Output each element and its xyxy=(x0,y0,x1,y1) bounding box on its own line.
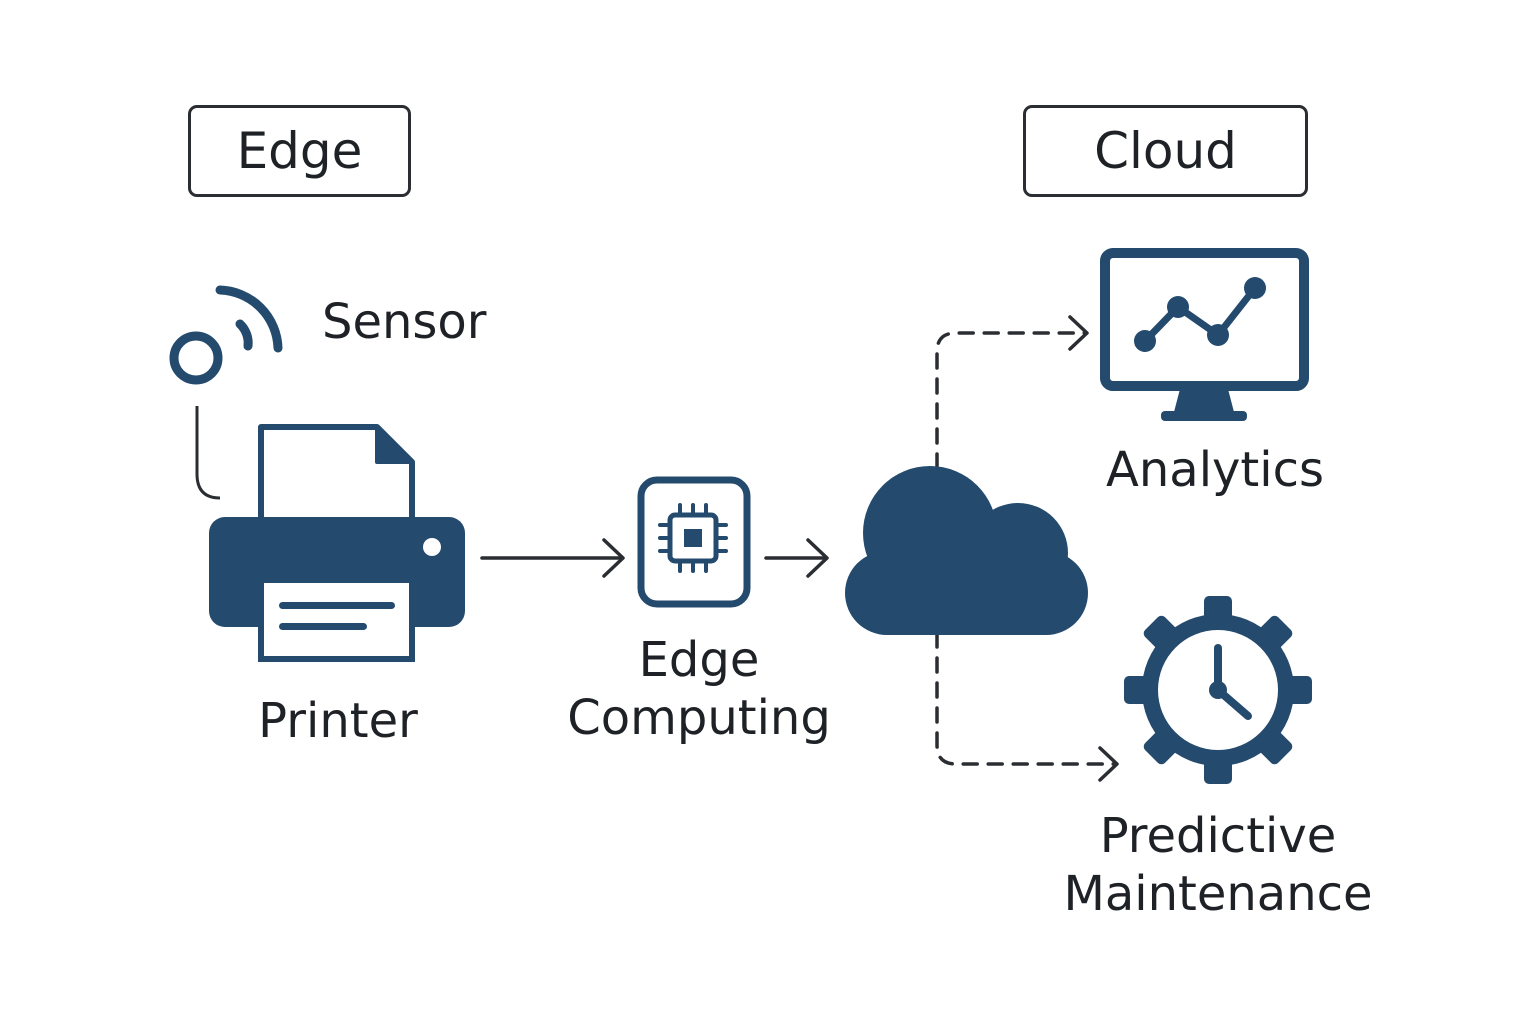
edge-zone-label: Edge xyxy=(188,105,411,197)
predictive-maintenance-label-line2: Maintenance xyxy=(1063,866,1373,922)
predictive-maintenance-label: Predictive Maintenance xyxy=(1063,807,1372,923)
flow-arrow-edge-to-cloud xyxy=(764,538,829,578)
gear-clock-icon xyxy=(1124,596,1312,784)
printer-label: Printer xyxy=(258,693,418,749)
edge-computing-label-line1: Edge xyxy=(638,632,760,688)
dashed-connector-to-maintenance xyxy=(935,631,1119,782)
sensor-connector xyxy=(195,406,221,500)
chip-icon xyxy=(637,476,751,608)
sensor-label: Sensor xyxy=(322,294,487,350)
edge-computing-label: Edge Computing xyxy=(567,631,831,747)
printer-icon xyxy=(209,424,465,662)
analytics-label: Analytics xyxy=(1106,442,1324,498)
edge-zone-text: Edge xyxy=(236,122,363,180)
monitor-chart-icon xyxy=(1100,248,1309,421)
cloud-zone-text: Cloud xyxy=(1094,122,1237,180)
flow-arrow-printer-to-edge xyxy=(480,538,625,578)
wireless-sensor-icon xyxy=(169,285,283,385)
predictive-maintenance-label-line1: Predictive xyxy=(1099,808,1337,864)
edge-computing-label-line2: Computing xyxy=(567,690,831,746)
cloud-zone-label: Cloud xyxy=(1023,105,1308,197)
dashed-connector-to-analytics xyxy=(935,315,1089,470)
cloud-icon xyxy=(845,466,1088,635)
